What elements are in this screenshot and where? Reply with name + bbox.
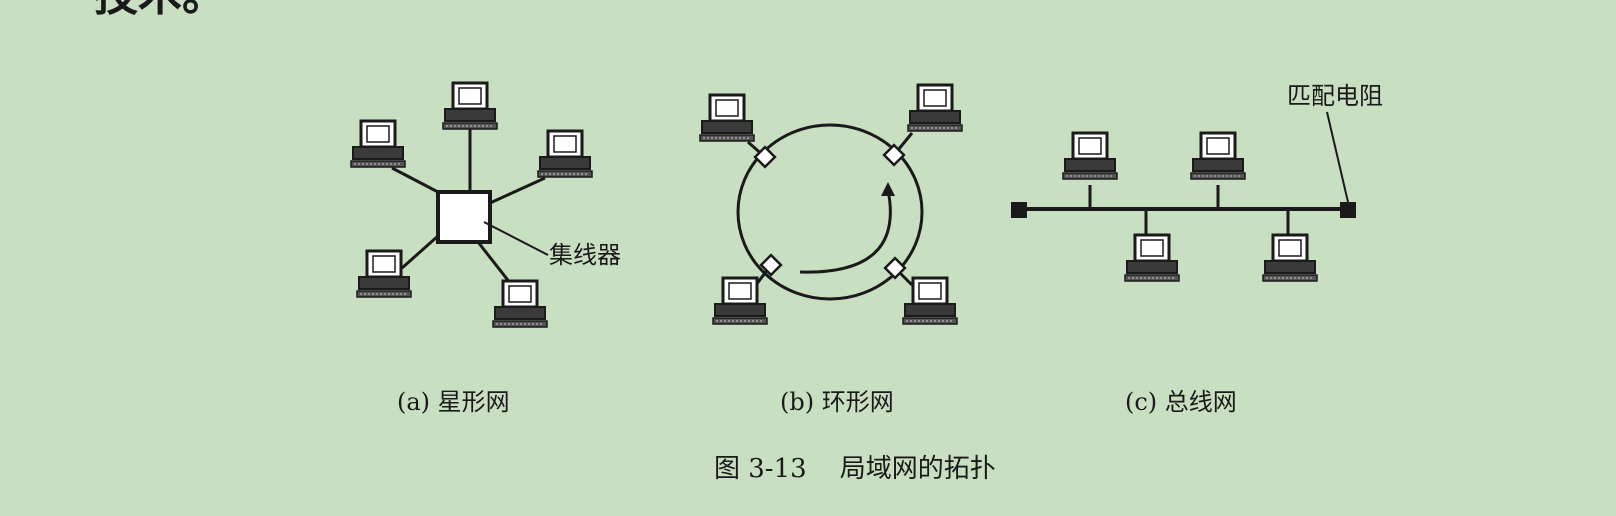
ring-topology: (b) 环形网 (698, 83, 964, 416)
terminator-right (1340, 202, 1356, 218)
computer (711, 276, 769, 326)
star-topology: 集线器 (a) 星形网 (349, 81, 621, 416)
star-caption: (a) 星形网 (397, 388, 510, 416)
bus-topology: 匹配电阻 (c) 总线网 (1011, 82, 1383, 416)
computer (1123, 233, 1181, 283)
ring-connector (883, 256, 907, 280)
ring-connector (759, 253, 783, 277)
direction-arrow (799, 189, 892, 274)
computer (1061, 131, 1119, 181)
star-link (391, 166, 439, 194)
terminator-label: 匹配电阻 (1287, 82, 1383, 110)
ring-cable (736, 123, 924, 301)
arrow-head (881, 182, 895, 196)
ring-connector (882, 143, 906, 167)
hub-label: 集线器 (549, 241, 621, 269)
star-link (489, 176, 546, 205)
figure-caption: 图 3-13 局域网的拓扑 (714, 454, 996, 484)
computer (491, 279, 549, 329)
star-link (401, 234, 439, 270)
ring-caption: (b) 环形网 (780, 388, 894, 416)
terminator-left (1011, 202, 1027, 218)
ring-connector (753, 145, 777, 169)
hub-pointer-line (483, 221, 549, 256)
terminator-pointer-line (1326, 111, 1349, 203)
computer (1261, 233, 1319, 283)
computer (349, 119, 407, 169)
bus-caption: (c) 总线网 (1125, 388, 1237, 416)
computer (441, 81, 499, 131)
computer (355, 249, 413, 299)
computer (906, 83, 964, 133)
computer (698, 93, 756, 143)
computer (536, 129, 594, 179)
top-text: 技术。 (94, 0, 226, 18)
computer (1189, 131, 1247, 181)
hub (436, 190, 492, 244)
